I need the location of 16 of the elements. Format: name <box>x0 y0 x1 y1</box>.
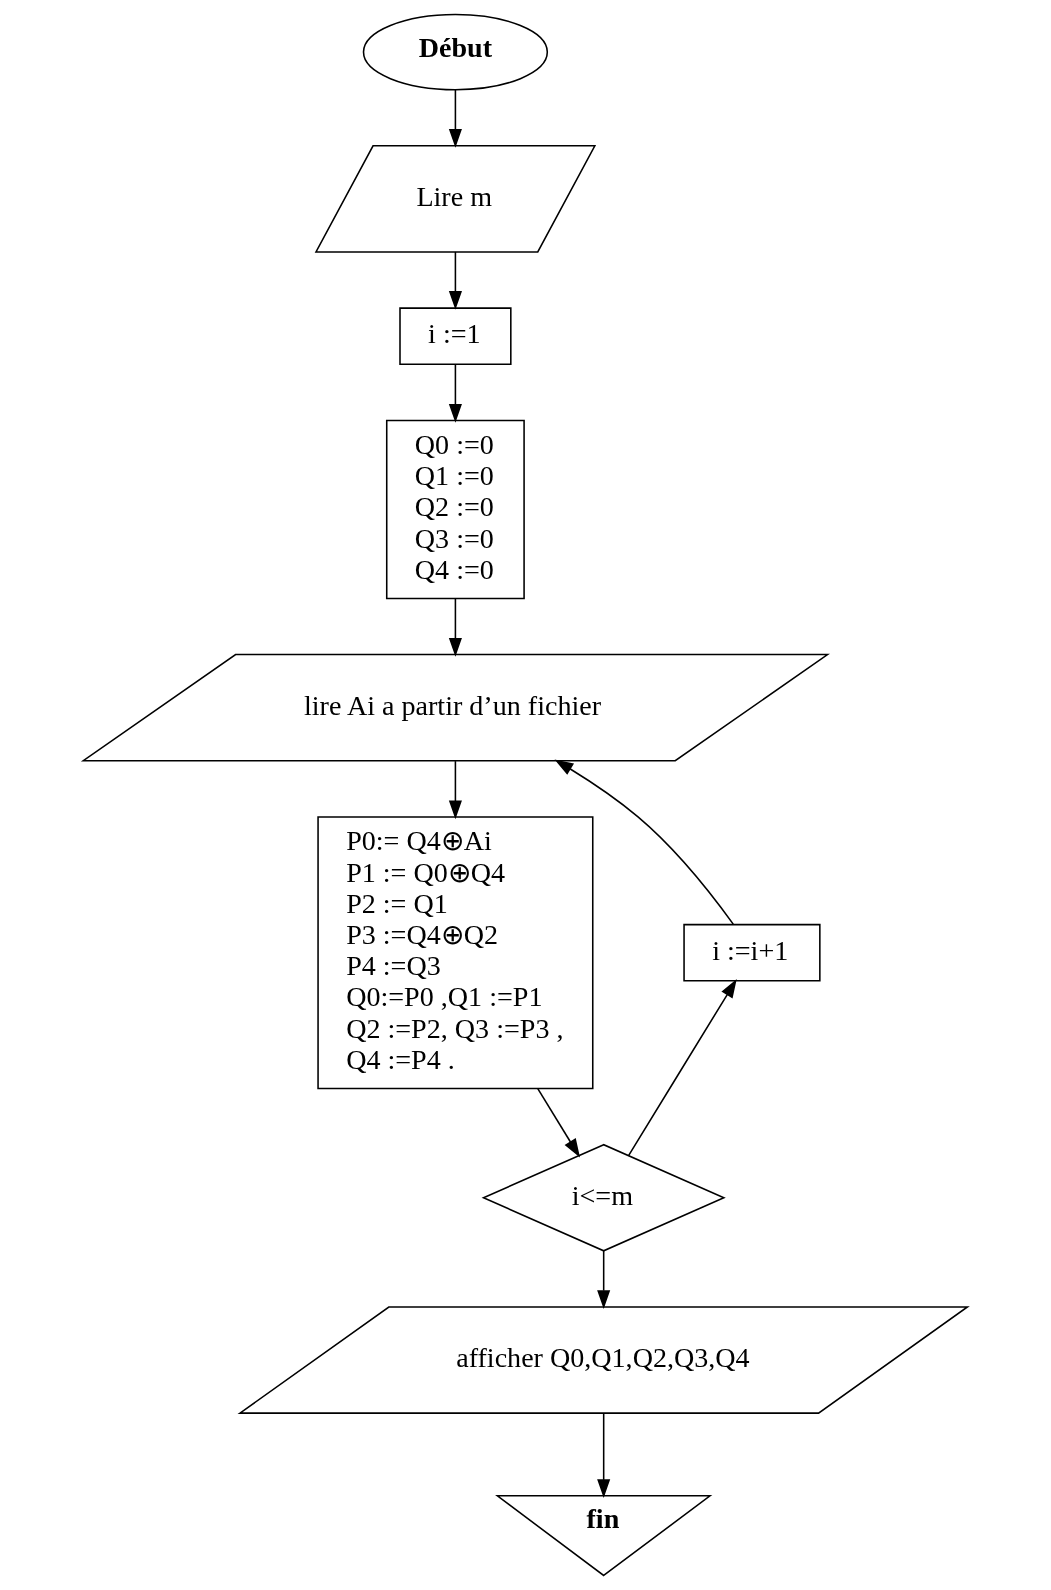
arrow <box>537 1087 580 1158</box>
node-box: Q0 :=0 Q1 :=0 Q2 :=0 Q3 :=0 Q4 :=0 <box>385 419 525 600</box>
node-diamond: i<=m <box>481 1143 726 1252</box>
arrow <box>554 759 734 925</box>
arrow <box>627 979 737 1157</box>
arrow <box>448 598 462 657</box>
arrow <box>448 363 462 423</box>
arrow <box>597 1412 611 1499</box>
node-ellipse: Début <box>362 13 549 91</box>
arrow <box>448 251 462 310</box>
node-box: i :=i+1 <box>683 923 821 982</box>
arrow <box>597 1250 611 1309</box>
node-box: P0:= Q4⊕Ai P1 := Q0⊕Q4 P2 := Q1 P3 :=Q4⊕Q2 P4 :=Q3 Q0:=P0 ,Q1 :=P1 Q2 :=P2, Q3 :=P3 , Q4 :=P4 . <box>317 816 594 1090</box>
arrow <box>448 760 462 820</box>
arrow <box>448 89 462 148</box>
node-box: i :=1 <box>399 307 512 366</box>
